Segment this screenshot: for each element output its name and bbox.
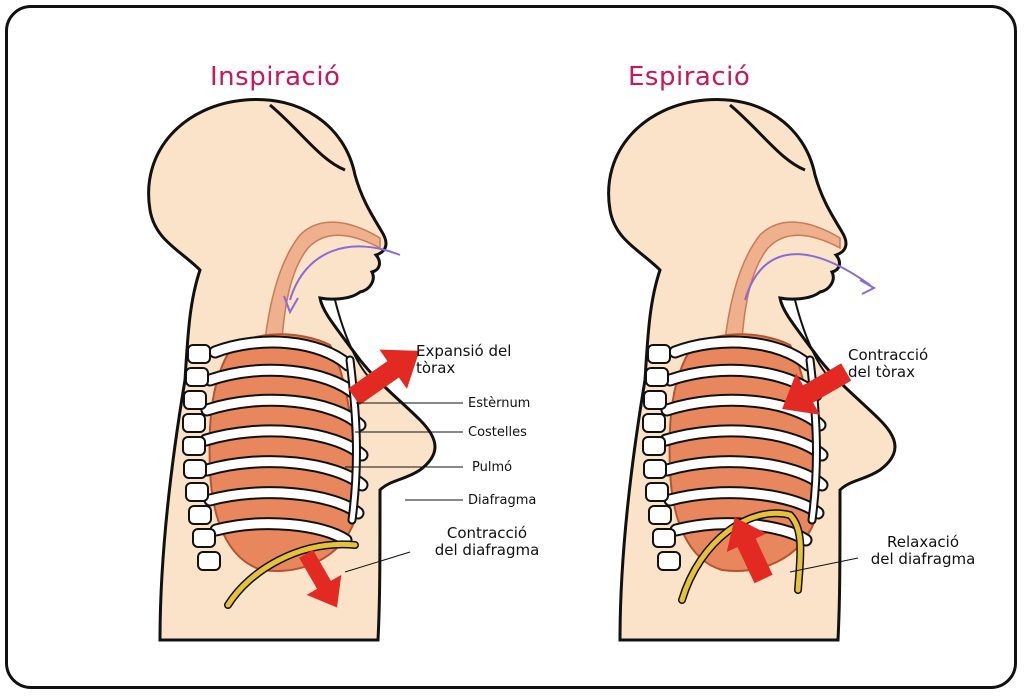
expansion-label-line1: Expansió del [416,343,511,360]
diaphragm-contraction-label: Contracció del diafragma [412,525,562,559]
inspiration-title: Inspiració [210,62,340,92]
sternum-label: Estèrnum [468,395,530,412]
thorax-contraction-line2: del tòrax [848,364,928,381]
diaphragm-relaxation-label: Relaxació del diafragma [848,534,998,568]
diaphragm-relaxation-line1: Relaxació [848,534,998,551]
ribs-label: Costelles [468,424,527,441]
expansion-label: Expansió del tòrax [416,343,511,377]
lung-label: Pulmó [472,459,512,476]
diaphragm-relaxation-line2: del diafragma [848,551,998,568]
expiration-title: Espiració [628,62,750,92]
diaphragm-contraction-line1: Contracció [412,525,562,542]
expansion-label-line2: tòrax [416,360,511,377]
thorax-contraction-line1: Contracció [848,347,928,364]
diaphragm-contraction-line2: del diafragma [412,542,562,559]
thorax-contraction-label: Contracció del tòrax [848,347,928,381]
diaphragm-label: Diafragma [468,492,536,509]
